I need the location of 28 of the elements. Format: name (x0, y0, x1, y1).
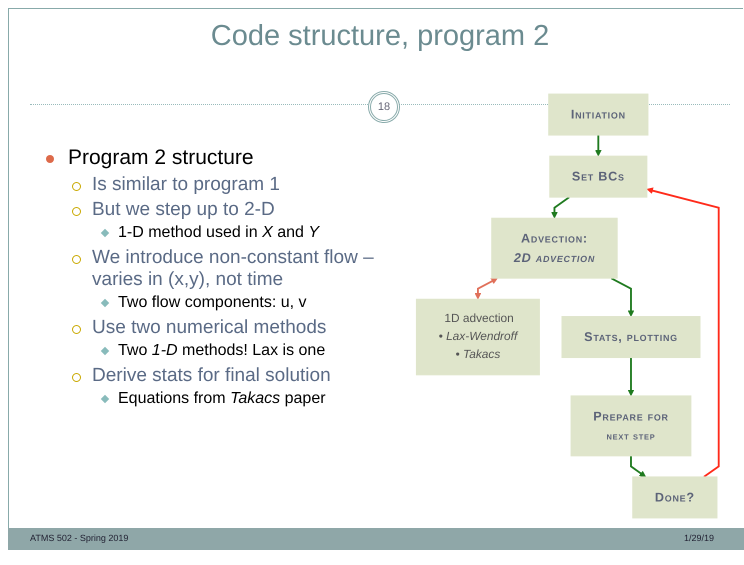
sub-bullet-item: Two flow components: u, v (42, 294, 392, 312)
bullet-item: Use two numerical methods (42, 317, 392, 339)
bullet-item: Is similar to program 1 (42, 174, 392, 196)
arrow (551, 196, 570, 218)
bullet-item: We introduce non-constant flow – varies in (x,y), not time (42, 247, 392, 291)
node-box: Advection: 2D advection (491, 218, 618, 279)
node-box: Stats, plotting (561, 316, 700, 358)
arrow (610, 277, 634, 317)
bullet-item: But we step up to 2-D (42, 199, 392, 221)
node-box: Prepare for next step (570, 395, 692, 456)
bullet-heading: Program 2 structure (42, 146, 392, 170)
arrow (646, 188, 720, 478)
node-box: Initiation (548, 94, 648, 136)
arrow (474, 278, 498, 300)
arrow (628, 358, 634, 396)
slide-title: Code structure, program 2 (210, 20, 550, 53)
footer-date: 1/29/19 (684, 533, 714, 543)
slide-number: 18 (368, 91, 400, 123)
arrow (630, 456, 646, 478)
node-box: Set BCs (549, 156, 648, 198)
bullet-item: Derive stats for final solution (42, 365, 392, 387)
node-box: 1D advection • Lax-Wendroff • Takacs (416, 298, 540, 376)
arrow (595, 135, 602, 156)
sub-bullet-item: Two 1-D methods! Lax is one (42, 342, 392, 360)
sub-bullet-item: 1-D method used in X and Y (42, 224, 392, 242)
node-box: Done? (632, 476, 718, 518)
sub-bullet-item: Equations from Takacs paper (42, 390, 392, 408)
footer-text: ATMS 502 - Spring 2019 (30, 533, 128, 543)
